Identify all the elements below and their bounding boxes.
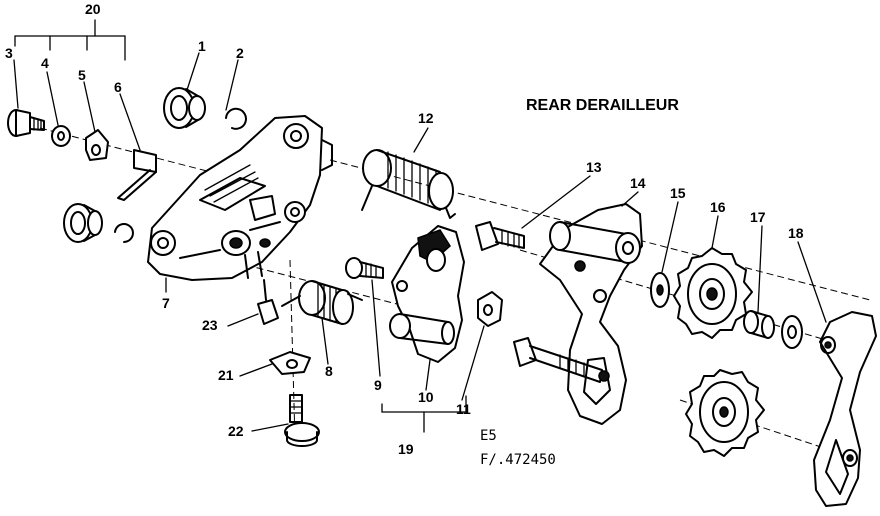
part-13-pivot-bolt [475,221,525,251]
callout-2: 2 [236,45,244,61]
part-12-main-spring [361,149,456,219]
callout-7: 7 [162,295,170,311]
callout-3: 3 [5,45,13,61]
drawing-part-number: F/.472450 [480,452,556,468]
part-2-e-clip [225,107,247,130]
callout-10: 10 [418,389,434,405]
callout-1: 1 [198,38,206,54]
part-21-cable-clamp [269,351,311,375]
callout-18: 18 [788,225,804,241]
part-14-outer-cage-plate [539,203,643,425]
callout-12: 12 [418,110,434,126]
part-1-bushing-lower [63,203,103,243]
part-3-bolt [7,109,45,137]
callout-9: 9 [374,377,382,393]
part-10-pulley-cage-plate [389,225,465,363]
cage-washer [781,315,803,349]
part-18-inner-cage-plate [813,311,877,507]
callout-22: 22 [228,423,244,439]
part-6-pin-plate [117,149,157,201]
callout-19: 19 [398,441,414,457]
part-16-jockey-pulley [673,247,753,339]
callout-20: 20 [85,1,101,17]
part-9-screw [345,257,384,279]
part-14-lower-bolt [513,337,610,383]
callout-17: 17 [750,209,766,225]
callout-8: 8 [325,363,333,379]
part-4-washer [51,125,71,147]
callout-16: 16 [710,199,726,215]
callout-13: 13 [586,159,602,175]
part-11-stop-block [477,291,503,327]
part-8-tension-spring [281,280,363,325]
drawing-code-e5: E5 [480,428,497,444]
part-5-tab-washer [85,129,109,161]
callout-14: 14 [630,175,646,191]
lower-tension-pulley [685,369,765,457]
callout-23: 23 [202,317,218,333]
part-1-bushing [163,87,206,129]
callout-11: 11 [456,401,471,417]
group-bracket-20 [14,19,126,61]
callout-4: 4 [41,55,49,71]
part-17-bushing [743,310,775,339]
part-23-cable-anchor [257,279,279,325]
part-2-e-clip-lower [114,223,134,243]
part-7-main-body [147,115,333,281]
leader-lines [13,52,827,432]
callout-21: 21 [218,367,234,383]
part-15-washer [650,272,670,308]
callout-15: 15 [670,185,686,201]
group-bracket-19 [381,395,467,433]
callout-6: 6 [114,79,122,95]
part-22-cable-bolt [284,394,320,447]
callout-5: 5 [78,67,86,83]
diagram-title: REAR DERAILLEUR [526,97,679,114]
